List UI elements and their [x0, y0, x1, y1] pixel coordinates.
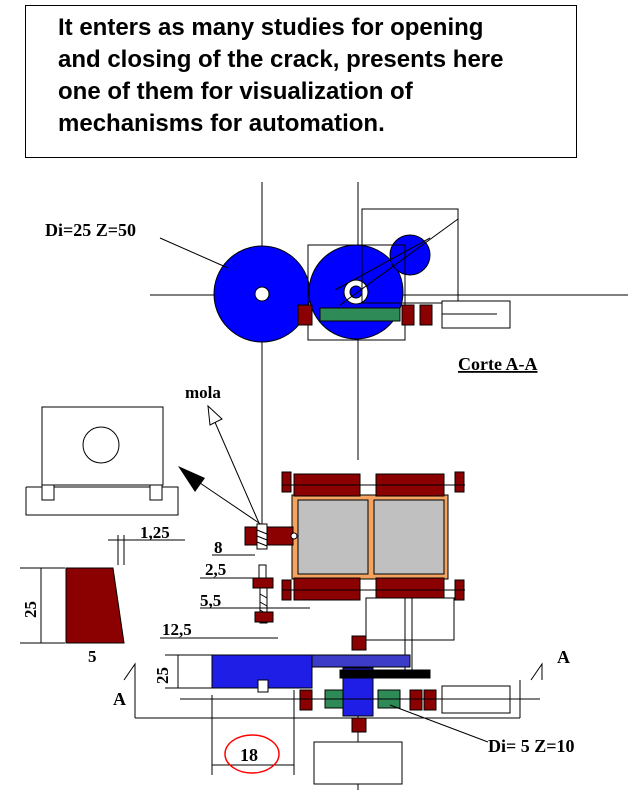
rail-bottom-right [375, 577, 445, 601]
bearing-top-right-1 [401, 304, 415, 326]
gear-hub-bottom [257, 679, 269, 693]
detail-block-foot-right [149, 484, 163, 501]
bearing-bottom-right-2 [423, 689, 437, 711]
spring-leader [213, 419, 263, 531]
panel-left [297, 499, 369, 575]
bearing-mid-1 [252, 577, 274, 589]
detail-block-hole [82, 426, 120, 464]
thread-2 [259, 601, 268, 607]
base-box [313, 741, 403, 785]
section-title: Corte A-A [458, 354, 537, 374]
caption-line-1: It enters as many studies for opening [58, 14, 484, 41]
top-gear-group [213, 208, 511, 343]
section-a-left-label: A [113, 689, 126, 709]
spring-label: mola [185, 383, 221, 402]
caption-line-2: and closing of the crack, presents here [58, 46, 504, 73]
clip-tr [454, 471, 465, 493]
dim-2-5-label: 2,5 [205, 560, 226, 579]
gear-bottom-spec-label: Di= 5 Z=10 [488, 736, 575, 756]
section-arrow-right [530, 662, 543, 681]
leader-gear-bottom [389, 704, 489, 743]
black-bar [339, 669, 431, 679]
drive-box [365, 597, 455, 641]
dim-25-gear-label: 25 [153, 667, 172, 684]
rail-bottom-left [293, 577, 361, 601]
bearing-bottom-right-1 [409, 689, 423, 711]
section-arrow-left [123, 662, 136, 681]
leader-gear-top [159, 237, 229, 269]
dimensions [20, 535, 310, 775]
bottom-gear-assembly [123, 635, 543, 785]
large-gear-left-hub [254, 286, 270, 302]
dim-5-5-label: 5,5 [200, 591, 221, 610]
spring-leader-arrow [207, 404, 223, 426]
coil-line-3 [256, 541, 268, 547]
caption-text: It enters as many studies for opening an… [58, 12, 573, 140]
arrow-line [199, 482, 263, 526]
dim-8-label: 8 [214, 538, 223, 557]
panel-assembly [281, 471, 465, 670]
bearing-bottom-top [351, 635, 367, 651]
detail-block-foot-left [41, 484, 55, 501]
screw-shaft [244, 523, 298, 624]
dim-12-5-label: 12,5 [162, 620, 192, 639]
dim-1-25-label: 1,25 [140, 523, 170, 542]
bearing-mid-2 [254, 611, 274, 623]
motor-box-top [441, 300, 511, 329]
bearing-bottom-left [299, 689, 313, 711]
caption-line-3: one of them for visualization of [58, 78, 413, 105]
dim-18-label: 18 [240, 745, 258, 765]
coil-line-1 [256, 529, 268, 535]
caption-line-4: mechanisms for automation. [58, 110, 385, 137]
section-a-right-label: A [557, 647, 570, 667]
coil-line-2 [256, 535, 268, 541]
caption-box: It enters as many studies for opening an… [25, 5, 577, 158]
dim-25-side-label: 25 [21, 601, 40, 618]
nut-top [244, 526, 294, 546]
trapezoid-part [65, 567, 125, 644]
motor-frame-top [361, 208, 459, 304]
dim-5-label: 5 [88, 647, 97, 666]
gear-top-spec-label: Di=25 Z=50 [45, 220, 136, 240]
arrow-head [178, 466, 205, 492]
pivot-point [290, 532, 298, 540]
shaft-top-green [319, 307, 401, 322]
gear-housing-frame [307, 244, 406, 341]
frame-diagonal-2 [334, 237, 431, 291]
bearing-bottom-low [351, 717, 367, 733]
bearing-top-right-2 [419, 304, 433, 326]
panel-right [373, 499, 445, 575]
bearing-top-left [297, 304, 313, 326]
frame-diagonal-1 [339, 218, 459, 306]
detail-block [25, 406, 179, 516]
gear-rack-blue [311, 654, 411, 668]
clip-tl [281, 471, 292, 493]
thread-1 [259, 593, 268, 599]
dim-18-circle [224, 734, 280, 774]
